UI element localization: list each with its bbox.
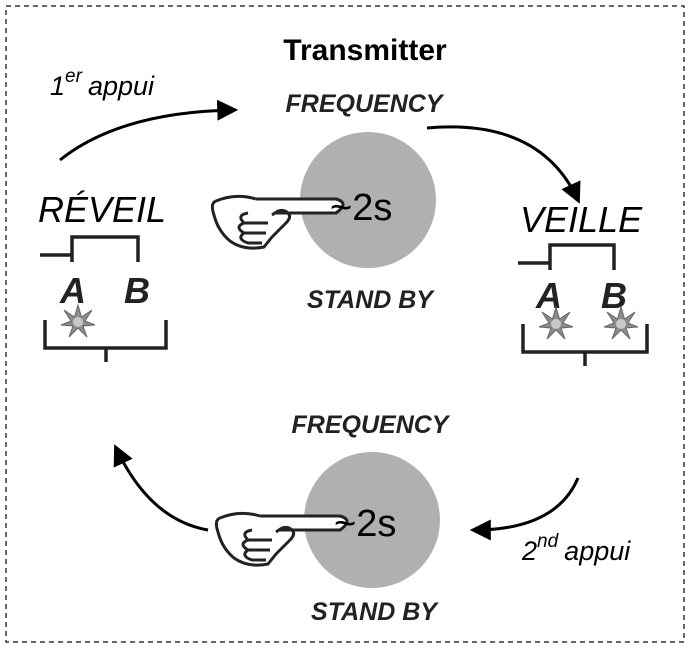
arrow-to-bottom-button bbox=[469, 477, 580, 541]
reveil-channel-b: B bbox=[124, 270, 150, 311]
bottom-frequency-label: FREQUENCY bbox=[292, 411, 451, 439]
veille-channel-a: A bbox=[535, 275, 562, 316]
arrow-to-reveil bbox=[113, 444, 209, 532]
top-duration-label: ~2s bbox=[330, 187, 392, 229]
reveil-channel-a: A bbox=[59, 270, 86, 311]
bottom-button-circle[interactable] bbox=[304, 452, 440, 588]
veille-switch-line bbox=[518, 243, 616, 270]
arrow-to-veille bbox=[426, 125, 581, 204]
veille-label: VEILLE bbox=[520, 199, 643, 240]
top-button-circle[interactable] bbox=[300, 132, 436, 268]
arrow-to-frequency bbox=[59, 99, 239, 162]
reveil-bracket bbox=[43, 320, 168, 362]
diagram-title: Transmitter bbox=[283, 34, 447, 67]
veille-bracket bbox=[521, 324, 649, 366]
reveil-switch-line bbox=[40, 235, 140, 262]
reveil-label: RÉVEIL bbox=[38, 189, 166, 230]
top-frequency-label: FREQUENCY bbox=[286, 90, 445, 118]
bottom-standby-label: STAND BY bbox=[311, 598, 439, 626]
veille-channel-b: B bbox=[601, 275, 627, 316]
top-standby-label: STAND BY bbox=[307, 286, 435, 314]
bottom-duration-label: ~2s bbox=[334, 503, 396, 545]
